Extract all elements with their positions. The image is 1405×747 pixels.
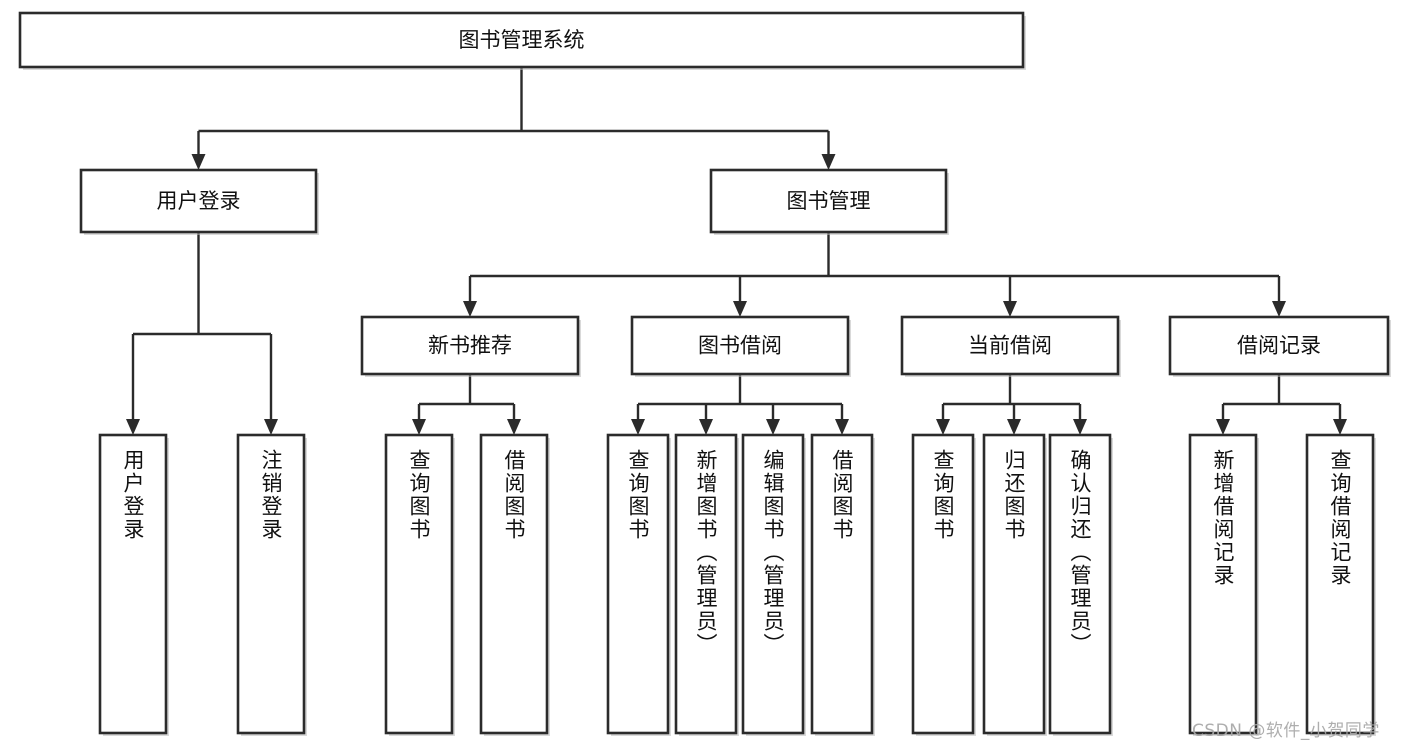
node-box-f-borrow-book-1[interactable] — [479, 433, 549, 735]
node-label-book-borrow: 图书借阅 — [698, 334, 782, 358]
arrow-head-f-confirm-return — [1073, 419, 1087, 435]
node-label-user-login: 用户登录 — [157, 189, 241, 213]
node-f-return-book[interactable] — [982, 433, 1047, 736]
node-box-f-edit-book[interactable] — [741, 433, 805, 735]
node-box-f-confirm-return[interactable] — [1048, 433, 1112, 735]
node-label-current-borrow: 当前借阅 — [968, 334, 1052, 358]
node-root[interactable]: 图书管理系统 — [18, 11, 1026, 70]
arrow-head-f-query-book-1 — [412, 419, 426, 435]
edges-layer — [126, 67, 1347, 435]
arrow-head-f-return-book — [1007, 419, 1021, 435]
node-box-f-user-logout[interactable] — [236, 433, 306, 735]
arrow-head-f-user-logout — [264, 419, 278, 435]
arrow-head-f-edit-book — [766, 419, 780, 435]
node-new-book-rec[interactable]: 新书推荐 — [360, 315, 581, 377]
node-f-add-record[interactable] — [1188, 433, 1259, 736]
node-f-confirm-return[interactable] — [1048, 433, 1113, 736]
node-label-root: 图书管理系统 — [459, 28, 585, 52]
node-box-f-return-book[interactable] — [982, 433, 1046, 735]
node-box-f-add-record[interactable] — [1188, 433, 1258, 735]
arrow-head-book-borrow — [733, 301, 747, 317]
node-box-borrow-record[interactable] — [1168, 315, 1390, 376]
node-f-query-book-2[interactable] — [606, 433, 671, 736]
arrow-head-new-book-rec — [463, 301, 477, 317]
arrow-head-current-borrow — [1003, 301, 1017, 317]
arrow-head-user-login — [191, 154, 206, 170]
node-f-query-record[interactable] — [1305, 433, 1376, 736]
arrow-head-f-add-record — [1216, 419, 1230, 435]
node-box-current-borrow[interactable] — [900, 315, 1120, 376]
node-f-edit-book[interactable] — [741, 433, 806, 736]
arrow-head-f-query-book-2 — [631, 419, 645, 435]
arrow-head-f-query-book-3 — [936, 419, 950, 435]
node-book-borrow[interactable]: 图书借阅 — [630, 315, 851, 377]
csdn-watermark: CSDN @软件_小贺同学 — [1192, 721, 1380, 741]
node-box-f-query-book-3[interactable] — [911, 433, 975, 735]
node-box-book-borrow[interactable] — [630, 315, 850, 376]
arrow-head-borrow-record — [1272, 301, 1286, 317]
node-f-borrow-book-1[interactable] — [479, 433, 550, 736]
node-box-new-book-rec[interactable] — [360, 315, 580, 376]
node-current-borrow[interactable]: 当前借阅 — [900, 315, 1121, 377]
node-f-user-logout[interactable] — [236, 433, 307, 736]
node-box-f-user-login[interactable] — [98, 433, 168, 735]
arrow-head-f-borrow-book-2 — [835, 419, 849, 435]
node-box-f-query-record[interactable] — [1305, 433, 1375, 735]
node-f-user-login[interactable] — [98, 433, 169, 736]
node-box-f-query-book-2[interactable] — [606, 433, 670, 735]
node-book-manage[interactable]: 图书管理 — [709, 168, 949, 235]
node-box-f-query-book-1[interactable] — [384, 433, 454, 735]
node-box-user-login[interactable] — [79, 168, 318, 234]
node-box-f-borrow-book-2[interactable] — [810, 433, 874, 735]
node-f-add-book[interactable] — [674, 433, 739, 736]
node-f-borrow-book-2[interactable] — [810, 433, 875, 736]
node-box-f-add-book[interactable] — [674, 433, 738, 735]
node-borrow-record[interactable]: 借阅记录 — [1168, 315, 1391, 377]
node-box-book-manage[interactable] — [709, 168, 948, 234]
arrow-head-f-user-login — [126, 419, 140, 435]
node-box-root[interactable] — [18, 11, 1025, 69]
node-label-book-manage: 图书管理 — [787, 189, 871, 213]
node-user-login[interactable]: 用户登录 — [79, 168, 319, 235]
arrow-head-f-borrow-book-1 — [507, 419, 521, 435]
node-f-query-book-3[interactable] — [911, 433, 976, 736]
arrow-head-f-query-record — [1333, 419, 1347, 435]
arrow-head-book-manage — [821, 154, 836, 170]
arrow-head-f-add-book — [699, 419, 713, 435]
node-f-query-book-1[interactable] — [384, 433, 455, 736]
node-label-borrow-record: 借阅记录 — [1237, 334, 1321, 358]
node-label-new-book-rec: 新书推荐 — [428, 334, 512, 358]
